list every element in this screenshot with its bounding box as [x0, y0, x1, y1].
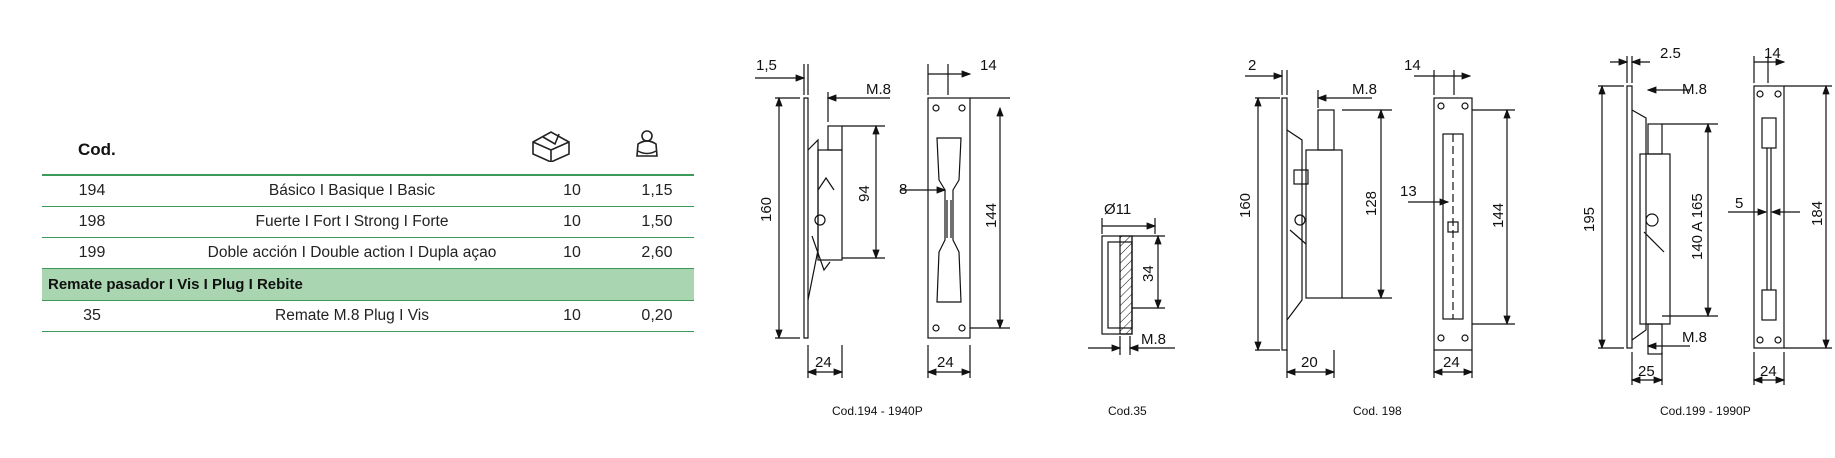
- dim-label: 24: [937, 354, 954, 371]
- dim-label: 160: [1237, 193, 1254, 218]
- dim-label: 24: [1760, 363, 1777, 380]
- code-cell: 35: [83, 307, 101, 324]
- quantity-cell: 10: [563, 182, 581, 199]
- dim-label: 14: [980, 57, 997, 74]
- dim-label: 1,5: [756, 57, 777, 74]
- dim-label: 2: [1248, 57, 1256, 74]
- description-cell: Doble acción I Double action I Dupla aça…: [207, 244, 497, 261]
- drawing-caption: Cod.194 - 1940P: [832, 404, 923, 418]
- weight-cell: 1,15: [641, 182, 673, 199]
- drawing-199-labels: 2.5 M.8 14 195 140 A 165 5 184 M.8 25 24…: [1581, 45, 1826, 418]
- dim-label: 24: [1443, 354, 1460, 371]
- code-cell: 199: [78, 244, 106, 261]
- quantity-cell: 10: [563, 307, 581, 324]
- dim-label: 14: [1404, 57, 1421, 74]
- quantity-cell: 10: [563, 213, 581, 230]
- table-row: 194 Básico I Basique I Basic 10 1,15: [42, 176, 694, 207]
- code-column-header: Cod.: [78, 140, 116, 159]
- table-row: 35 Remate M.8 Plug I Vis 10 0,20: [42, 301, 694, 332]
- weight-cell: 1,50: [641, 213, 673, 230]
- weight-icon: [636, 130, 658, 157]
- code-cell: 194: [78, 182, 106, 199]
- dim-label: 195: [1581, 207, 1598, 232]
- dim-label: 2.5: [1660, 45, 1681, 62]
- dim-label: 8: [899, 181, 907, 198]
- dim-label: M.8: [1682, 81, 1707, 98]
- description-cell: Remate M.8 Plug I Vis: [275, 307, 429, 324]
- dim-label: M.8: [1352, 81, 1377, 98]
- product-table: Cod. 194 Básico I Basique I Basic 10 1,1…: [42, 126, 694, 332]
- drawing-35-labels: Ø11 34 M.8 Cod.35: [1104, 201, 1166, 418]
- dim-label: 13: [1400, 183, 1417, 200]
- drawing-caption: Cod.35: [1108, 404, 1147, 418]
- description-cell: Fuerte I Fort I Strong I Forte: [255, 213, 449, 230]
- weight-cell: 0,20: [641, 307, 673, 324]
- dim-label: 94: [856, 185, 873, 202]
- drawing-35: [1088, 218, 1175, 355]
- weight-cell: 2,60: [641, 244, 673, 261]
- code-cell: 198: [78, 213, 106, 230]
- drawing-caption: Cod.199 - 1990P: [1660, 404, 1751, 418]
- dim-label: 24: [815, 354, 832, 371]
- drawing-194-labels: 1,5 M.8 14 160 94 8 144 24 24 Cod.194 - …: [756, 57, 1000, 418]
- quantity-cell: 10: [563, 244, 581, 261]
- drawing-caption: Cod. 198: [1353, 404, 1402, 418]
- dim-label: 25: [1638, 363, 1655, 380]
- box-quantity-icon: [532, 131, 570, 162]
- dim-label: 184: [1809, 201, 1826, 226]
- section-header: Remate pasador I Vis I Plug I Rebite: [42, 269, 694, 301]
- table-row: 198 Fuerte I Fort I Strong I Forte 10 1,…: [42, 207, 694, 238]
- section-title: Remate pasador I Vis I Plug I Rebite: [48, 276, 303, 293]
- dim-label: M.8: [1141, 331, 1166, 348]
- drawing-194: [755, 64, 1010, 378]
- dim-label: 5: [1735, 195, 1743, 212]
- description-cell: Básico I Basique I Basic: [268, 182, 436, 199]
- drawing-199: [1598, 56, 1832, 385]
- dim-label: 20: [1301, 354, 1318, 371]
- dim-label: 144: [1490, 203, 1507, 228]
- dim-label: M.8: [1682, 329, 1707, 346]
- drawing-198: [1245, 70, 1515, 378]
- dim-label: M.8: [866, 81, 891, 98]
- dim-label: 160: [758, 197, 775, 222]
- dim-label: 144: [983, 203, 1000, 228]
- dim-label: Ø11: [1104, 201, 1131, 218]
- dim-label: 34: [1140, 265, 1157, 282]
- dim-label: 14: [1764, 45, 1781, 62]
- dim-label: 140 A 165: [1689, 193, 1706, 260]
- dim-label: 128: [1363, 191, 1380, 216]
- table-row: 199 Doble acción I Double action I Dupla…: [42, 238, 694, 269]
- drawing-198-labels: 2 M.8 14 160 128 13 144 20 24 Cod. 198: [1237, 57, 1507, 418]
- table-header: Cod.: [42, 126, 694, 176]
